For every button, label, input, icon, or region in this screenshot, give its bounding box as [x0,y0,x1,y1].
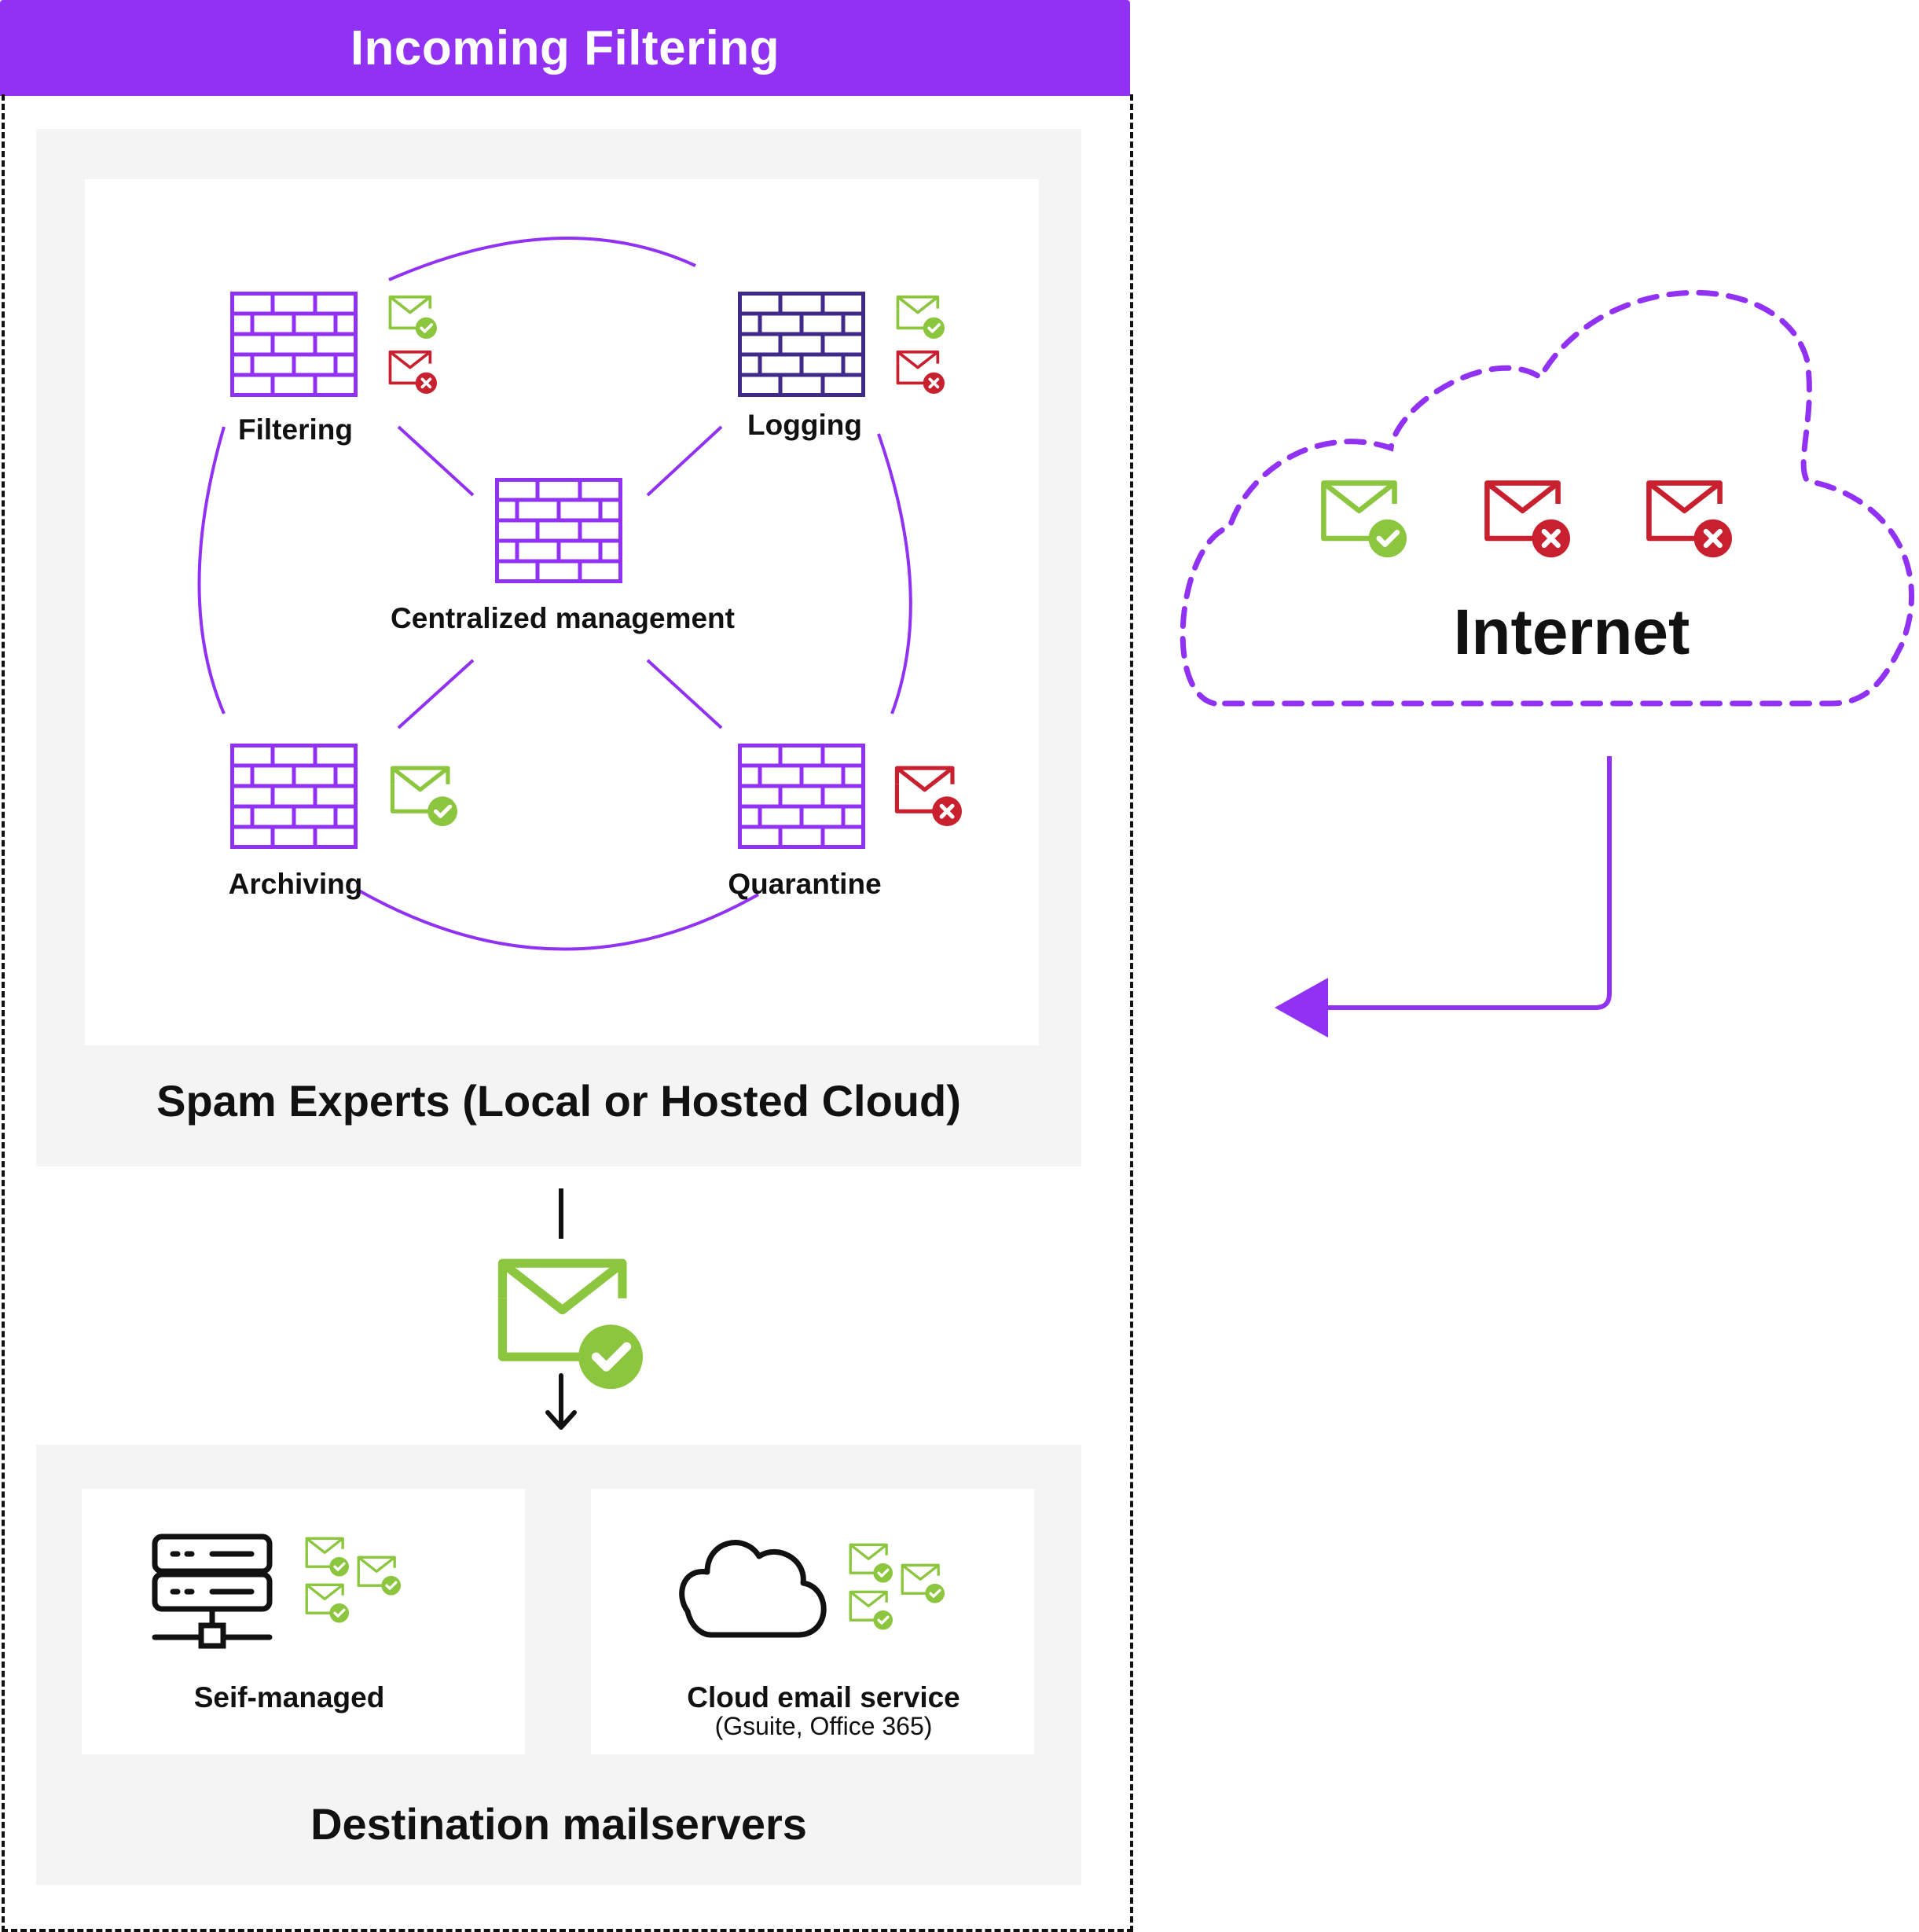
mail-rejected-icon [1487,483,1570,558]
self-managed-card [82,1489,525,1754]
spam-experts-title: Spam Experts (Local or Hosted Cloud) [156,1076,961,1126]
cloud-service-label: Cloud email service [687,1681,960,1713]
spam-experts-diagram-area [85,179,1039,1045]
arrow-icon [1275,978,1328,1038]
cloud-service-card [591,1489,1034,1754]
mail-accepted-icon [305,1583,350,1625]
mail-accepted-icon [1323,483,1407,558]
mail-accepted-icon [849,1543,894,1585]
mail-accepted-icon [392,768,457,826]
firewall-icon [739,292,864,396]
node-label-archiving: Archiving [228,868,363,900]
firewall-icon [231,744,357,848]
node-label-filtering: Filtering [238,413,353,446]
arrow-icon [545,1373,577,1430]
node-label-logging: Logging [747,409,862,441]
mail-rejected-icon [388,350,438,395]
internet-label: Internet [1453,597,1690,668]
internet-cloud [1180,289,1915,707]
cloud-service-sublabel: (Gsuite, Office 365) [714,1712,933,1740]
node-label-quarantine: Quarantine [728,868,882,900]
node-label-central: Centralized management [391,602,735,634]
page-title: Incoming Filtering [350,20,780,75]
spokes [397,425,723,729]
mail-accepted-icon [901,1563,946,1605]
mail-accepted-icon [849,1590,894,1632]
firewall-icon [496,479,622,582]
header-bar: Incoming Filtering [0,0,1130,96]
mail-rejected-icon [1649,483,1732,558]
incoming-filtering-frame [2,94,1133,1932]
inbound-flow-line [1320,756,1612,1010]
mail-accepted-icon [502,1263,643,1389]
mail-accepted-icon [388,295,438,340]
mail-rejected-icon [897,768,962,826]
self-managed-label: Seif-managed [193,1681,385,1713]
server-icon [152,1533,273,1649]
firewall-icon [739,744,864,848]
mail-accepted-icon [305,1537,350,1578]
connection-ring [197,237,912,951]
cloud-icon [679,1540,827,1638]
destination-title: Destination mailservers [310,1799,807,1849]
mail-rejected-icon [896,350,946,395]
firewall-icon [231,292,357,396]
mail-accepted-icon [357,1556,402,1597]
mail-accepted-icon [896,295,946,340]
